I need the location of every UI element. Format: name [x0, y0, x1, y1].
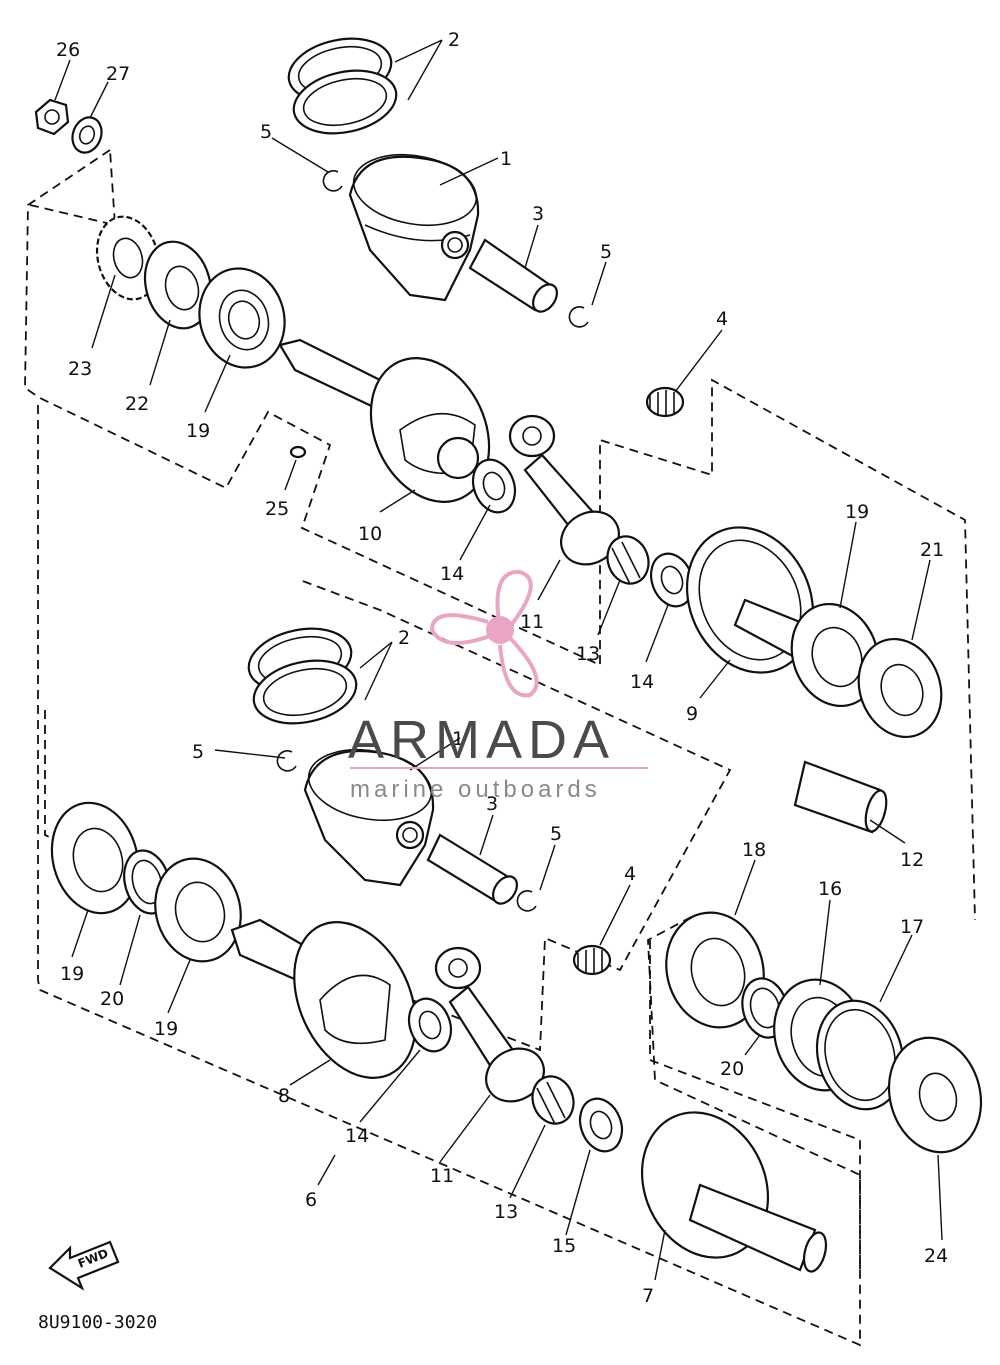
callout-4-lower: 4: [624, 863, 636, 885]
circlip-lower-b: [516, 890, 537, 912]
bearing-19-upper-right: [790, 602, 880, 708]
callout-2-upper: 2: [448, 29, 460, 51]
drive-gear-23: [95, 215, 161, 301]
spline-shaft-12: [793, 760, 888, 834]
piston-rings-upper: [287, 37, 398, 135]
piston-lower: [303, 749, 435, 887]
callout-9: 9: [686, 703, 698, 725]
callout-11-lower: 11: [430, 1165, 454, 1187]
circlip-lower-a: [276, 750, 297, 772]
thrust-washer-14-lower: [407, 997, 453, 1053]
bearing-18: [665, 911, 765, 1029]
forward-arrow: FWD: [48, 1240, 120, 1291]
callout-4-upper: 4: [716, 308, 728, 330]
callout-14-lower: 14: [345, 1125, 369, 1147]
upper-assembly-outline: [24, 149, 976, 921]
callout-12: 12: [900, 849, 924, 871]
callout-14-upper-b: 14: [630, 671, 654, 693]
callout-19-lower-left: 19: [60, 963, 84, 985]
circlip-upper-a: [322, 170, 343, 192]
callout-3-lower: 3: [486, 793, 498, 815]
piston-pin-upper: [468, 238, 558, 313]
callout-3-upper: 3: [532, 203, 544, 225]
callout-6: 6: [305, 1189, 317, 1211]
callout-5-upper-a: 5: [260, 121, 272, 143]
circlip-upper-b: [568, 306, 589, 328]
bearing-19-lower-center: [154, 857, 242, 963]
callout-20-lower-left: 20: [100, 988, 124, 1010]
oil-seal-24: [887, 1036, 983, 1154]
needle-bearing-13-upper: [606, 535, 650, 585]
callout-19-upper-left: 19: [186, 420, 210, 442]
callout-20-lower-right: 20: [720, 1058, 744, 1080]
oil-seal-22: [143, 240, 213, 330]
key-25: [289, 445, 307, 459]
callout-14-upper-a: 14: [440, 563, 464, 585]
callout-25: 25: [265, 498, 289, 520]
callout-10: 10: [358, 523, 382, 545]
thrust-washer-15-lower: [578, 1097, 624, 1153]
piston-pin-lower: [426, 833, 518, 905]
callout-18: 18: [742, 839, 766, 861]
callout-13-lower: 13: [494, 1201, 518, 1223]
callout-labels: 2 1 5 3 5 4 26 27 23 22 19 25 10 14 11 1…: [56, 29, 948, 1307]
callout-19-upper-right: 19: [845, 501, 869, 523]
callout-7: 7: [642, 1285, 654, 1307]
labyrinth-seal-21: [857, 637, 943, 739]
callout-22: 22: [125, 393, 149, 415]
callout-21: 21: [920, 539, 944, 561]
o-ring-17: [815, 999, 905, 1111]
callout-5-lower-a: 5: [192, 741, 204, 763]
crank-half-8: [230, 918, 417, 1079]
callout-5-upper-b: 5: [600, 241, 612, 263]
callout-19-lower-center: 19: [154, 1018, 178, 1040]
propeller-logo: [429, 569, 539, 698]
piston-upper: [348, 154, 480, 302]
crank-half-10: [278, 338, 491, 503]
callout-11-upper: 11: [520, 611, 544, 633]
callout-17: 17: [900, 916, 924, 938]
callout-16: 16: [818, 878, 842, 900]
callout-26: 26: [56, 39, 80, 61]
watermark-tagline: marine outboards: [350, 776, 601, 803]
lower-assembly-outline: [37, 405, 861, 1347]
needle-bearing-4-upper: [645, 386, 685, 418]
thrust-washer-14-upper-a: [471, 458, 517, 514]
thrust-washer-14-upper-b: [649, 552, 695, 608]
diagram-code: 8U9100-3020: [38, 1312, 157, 1333]
callout-1-lower: 1: [452, 728, 464, 750]
needle-bearing-4-lower: [572, 944, 612, 976]
callout-13-upper: 13: [576, 643, 600, 665]
crank-half-7: [640, 1111, 828, 1273]
armada-watermark: ARMADA marine outboards: [348, 569, 648, 803]
callout-5-lower-b: 5: [550, 823, 562, 845]
callout-27: 27: [106, 63, 130, 85]
callout-1-upper: 1: [500, 148, 512, 170]
callout-23: 23: [68, 358, 92, 380]
bearing-19-lower-left: [50, 801, 140, 915]
watermark-brand: ARMADA: [348, 710, 615, 770]
conrod-upper-11: [508, 414, 620, 566]
bearing-19-upper-left: [198, 267, 286, 369]
callout-15: 15: [552, 1235, 576, 1257]
callout-24: 24: [924, 1245, 948, 1267]
callout-8: 8: [278, 1085, 290, 1107]
seal-group-outline: [649, 940, 861, 1270]
nut-26: [34, 98, 70, 136]
nut-outline: [29, 149, 116, 227]
conrod-lower-11: [434, 946, 545, 1103]
callout-2-lower: 2: [398, 627, 410, 649]
needle-bearing-13-lower: [531, 1075, 575, 1125]
piston-rings-lower: [247, 627, 358, 725]
washer-27: [71, 116, 103, 154]
leader-lines: [54, 39, 943, 1281]
